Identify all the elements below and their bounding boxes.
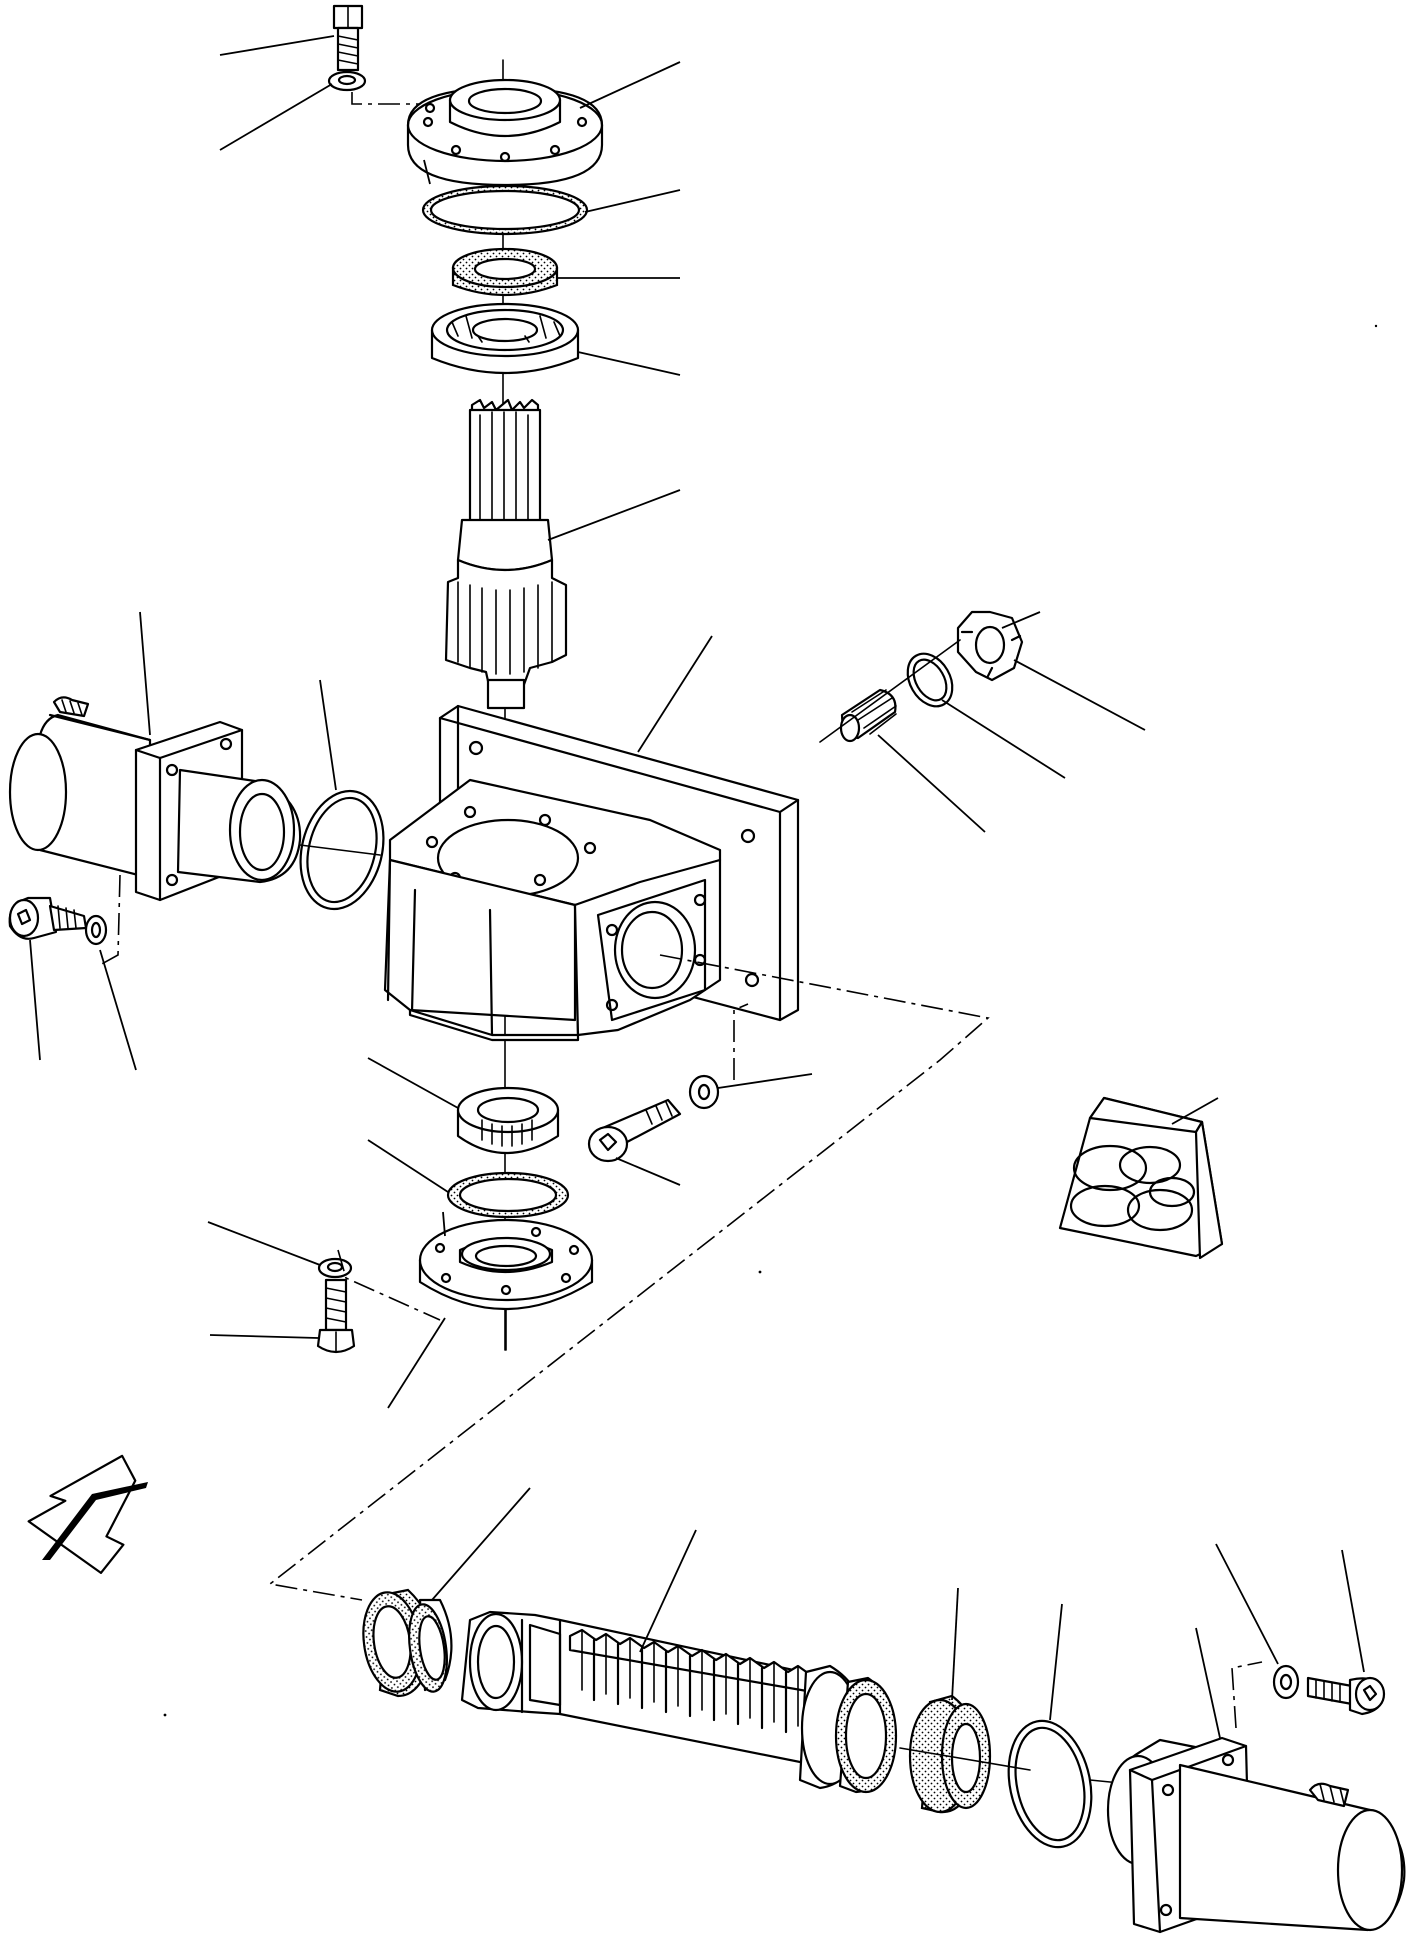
upper-bearing-flange xyxy=(406,61,681,187)
rack-guide-bushing xyxy=(362,1487,531,1698)
right-end-washer xyxy=(1215,1543,1300,1700)
rack-seal-ring xyxy=(834,1676,898,1794)
lower-lock-washer xyxy=(207,1221,441,1321)
right-socket-screw xyxy=(587,1098,682,1186)
gearbox-housing xyxy=(383,635,800,1042)
lower-ball-bearing xyxy=(367,1057,560,1154)
lower-cap-screw xyxy=(209,1278,356,1354)
sealing-ring xyxy=(906,652,1066,779)
scan-specks xyxy=(163,324,1378,1717)
top-cap-screw xyxy=(219,4,364,72)
pinion-shaft xyxy=(444,398,681,710)
right-end-screw xyxy=(1306,1549,1386,1716)
seal-kit xyxy=(1058,1096,1224,1260)
left-o-ring xyxy=(299,679,385,911)
rack-o-ring xyxy=(1007,1603,1093,1849)
upper-ball-bearing xyxy=(430,302,681,376)
upper-o-ring xyxy=(421,184,681,236)
upper-oil-seal xyxy=(451,247,680,297)
right-washer xyxy=(688,1003,813,1110)
left-socket-screw xyxy=(8,896,88,1061)
rack-seal xyxy=(908,1587,992,1814)
rack xyxy=(460,1529,865,1790)
top-lock-washer xyxy=(219,70,430,151)
lower-o-ring xyxy=(367,1139,570,1219)
plug-screw xyxy=(839,688,986,833)
left-cylinder xyxy=(8,611,302,966)
direction-arrow xyxy=(27,1454,148,1574)
plug-axis xyxy=(819,639,961,743)
lower-bearing-flange xyxy=(387,1211,594,1409)
slotted-nut xyxy=(956,610,1146,731)
left-washer xyxy=(84,914,137,1071)
right-cylinder xyxy=(1106,1627,1406,1934)
rack-guide-dash xyxy=(268,954,990,1601)
